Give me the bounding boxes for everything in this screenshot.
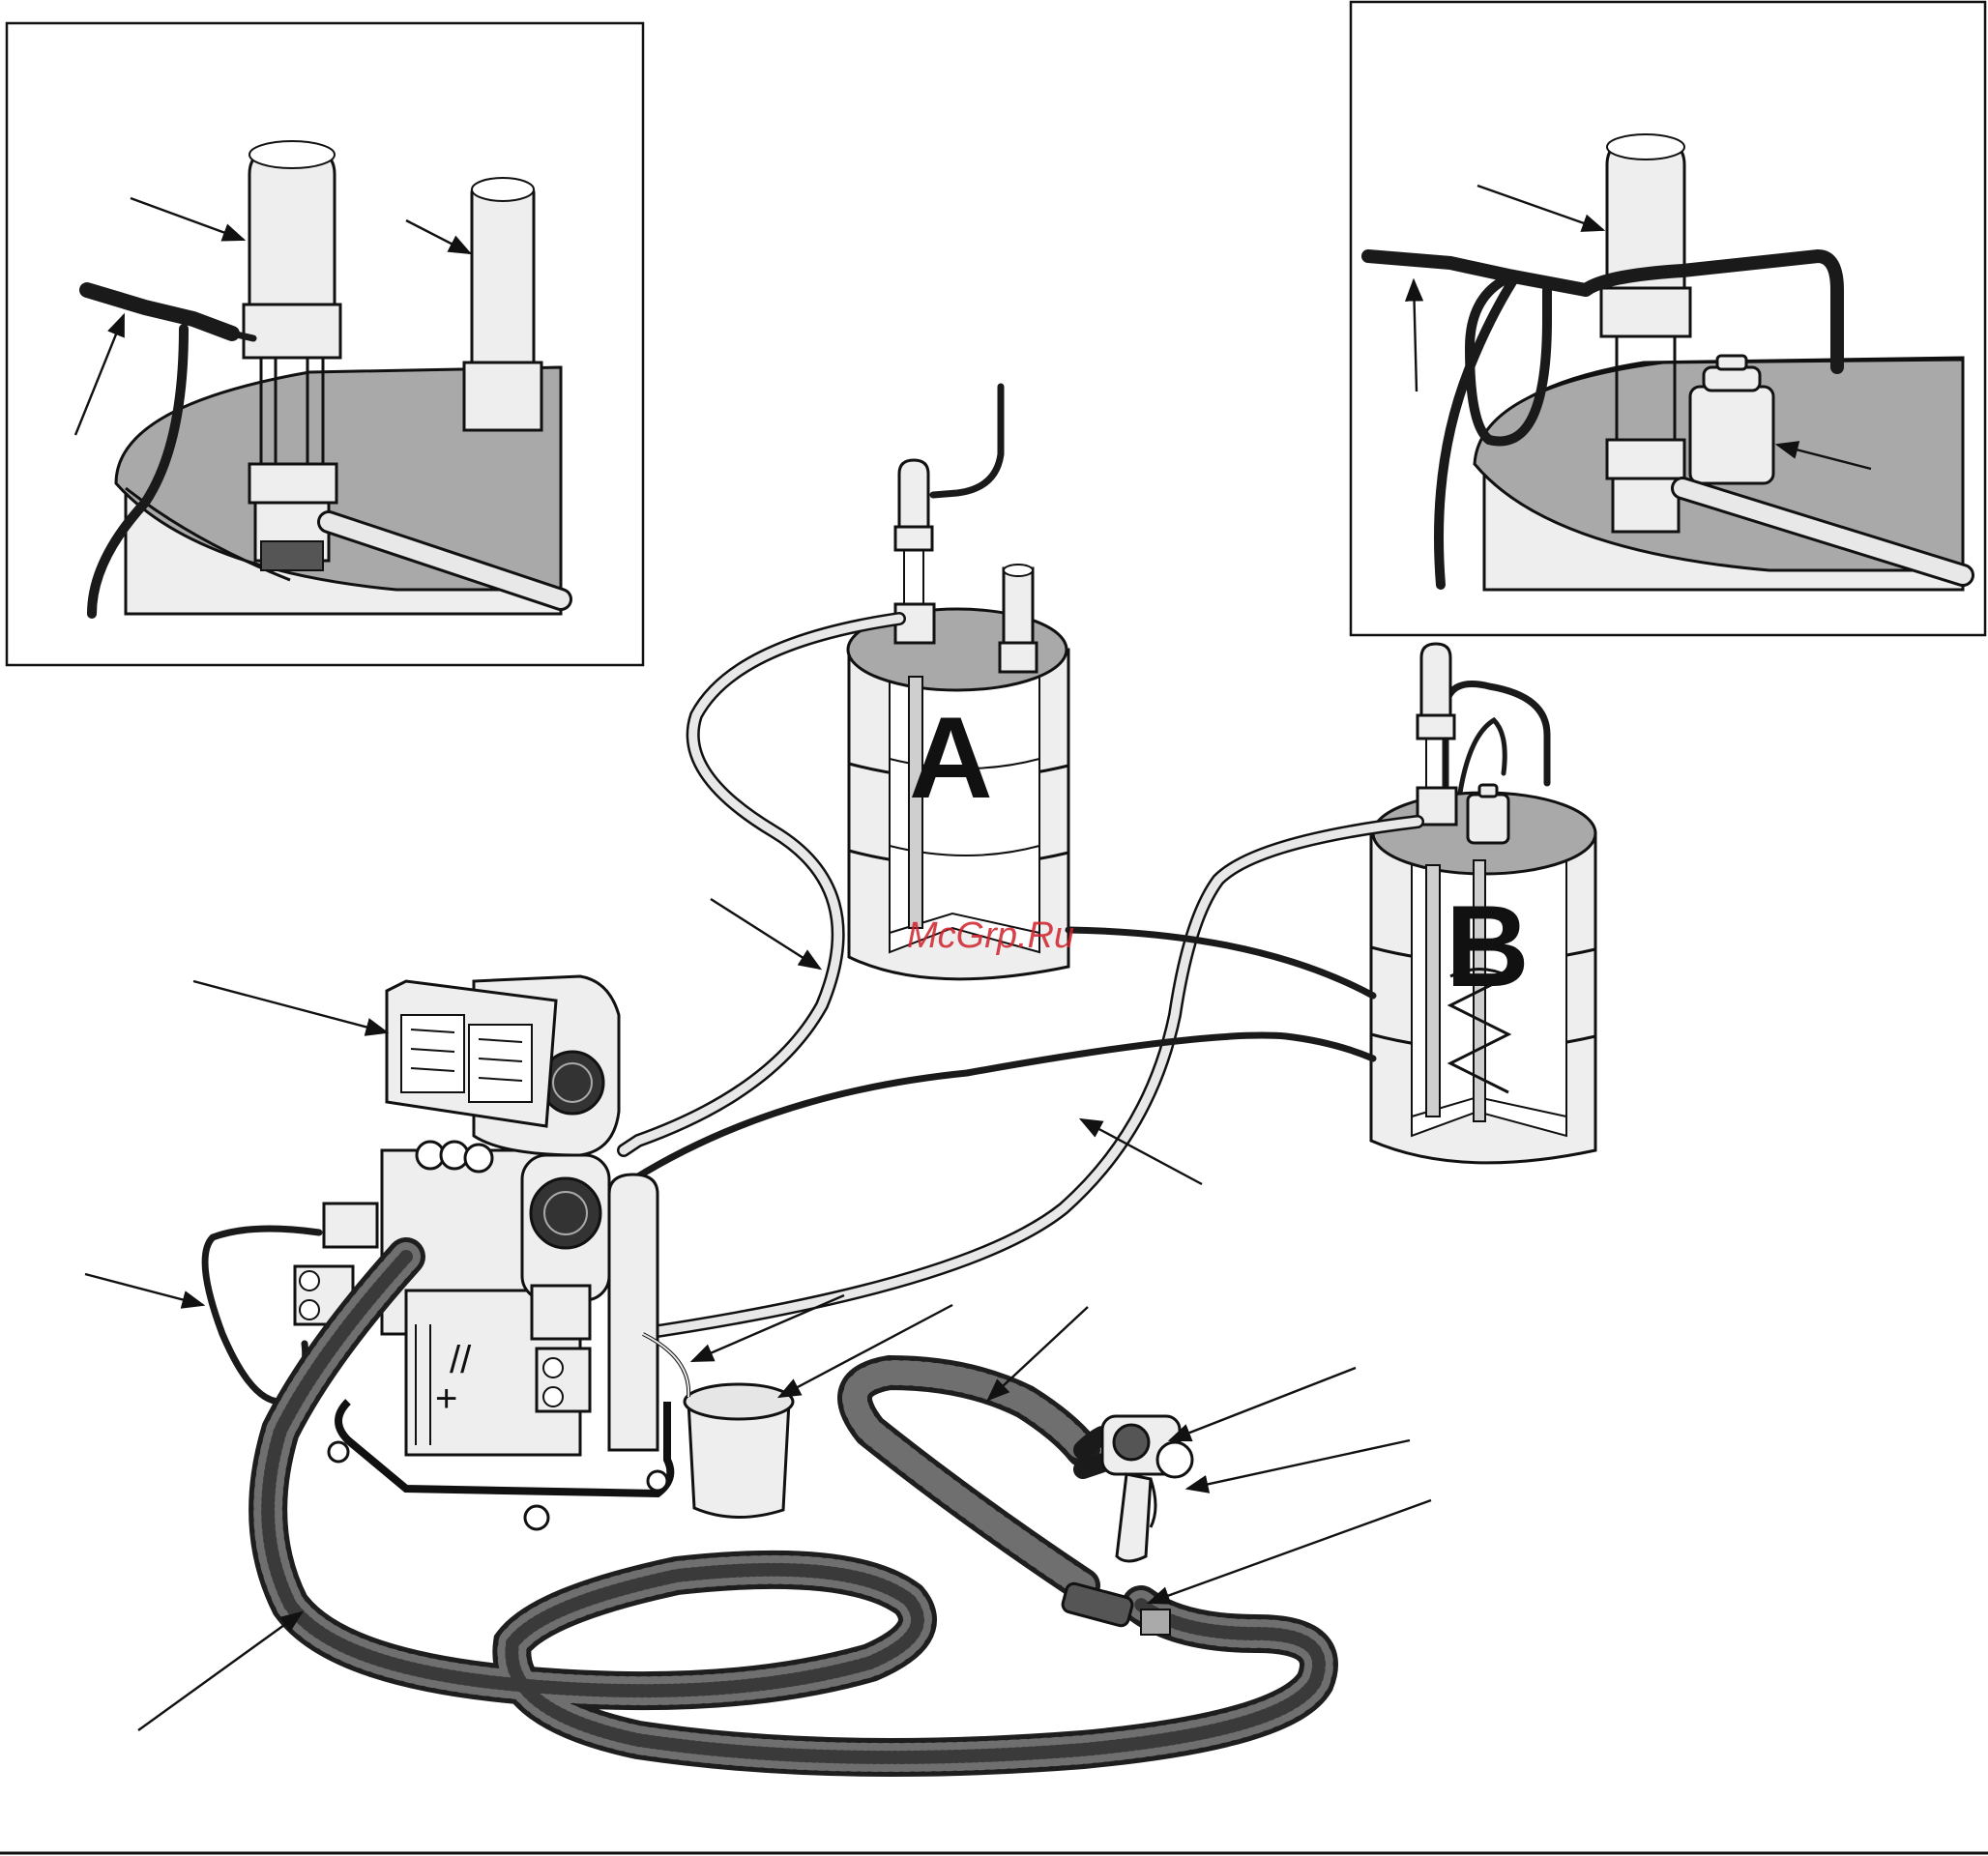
drum-b-label: B	[1446, 882, 1530, 1011]
air-hose-to-drum-b	[633, 1035, 1373, 1179]
drum-b-transfer-pump	[1418, 644, 1456, 825]
watermark-text: McGrp.Ru	[907, 915, 1074, 956]
inset-drum-b-detail	[1351, 2, 1985, 635]
control-panel	[387, 981, 556, 1126]
drum-b-dryer	[1468, 785, 1508, 843]
leader-control-panel	[193, 981, 387, 1032]
inset-transfer-pump-right	[1601, 134, 1690, 532]
leader-recirculation-hose	[85, 1274, 203, 1305]
pressure-gauges	[417, 1142, 492, 1172]
svg-text:+: +	[435, 1378, 457, 1420]
leader-feed-hose-a	[711, 899, 820, 969]
inset-desiccant-dryer-right	[1690, 356, 1773, 483]
drum-a-label: A	[909, 693, 993, 823]
leader-fluid-temperature-sensor	[1149, 1500, 1431, 1603]
proportioner: // +	[295, 976, 670, 1529]
inset-transfer-pump-left	[244, 141, 340, 570]
svg-text://: //	[450, 1339, 472, 1381]
air-hose-to-drum-a	[1068, 930, 1373, 996]
fluid-manifold-b	[532, 1286, 590, 1411]
drum-a: A	[848, 387, 1068, 979]
leader-whip-hose	[988, 1307, 1088, 1400]
leader-gun-fluid-manifold	[1170, 1368, 1356, 1440]
inset-dryer-cylinder-left	[464, 178, 541, 430]
drum-b: B	[1371, 644, 1595, 1163]
drum-a-dryer	[1000, 565, 1037, 672]
leader-heated-hose	[138, 1612, 302, 1730]
cooling-fan-lower	[531, 1178, 600, 1248]
inset-drum-a-detail	[7, 23, 643, 665]
leader-gun-air-inlet	[1187, 1440, 1410, 1489]
